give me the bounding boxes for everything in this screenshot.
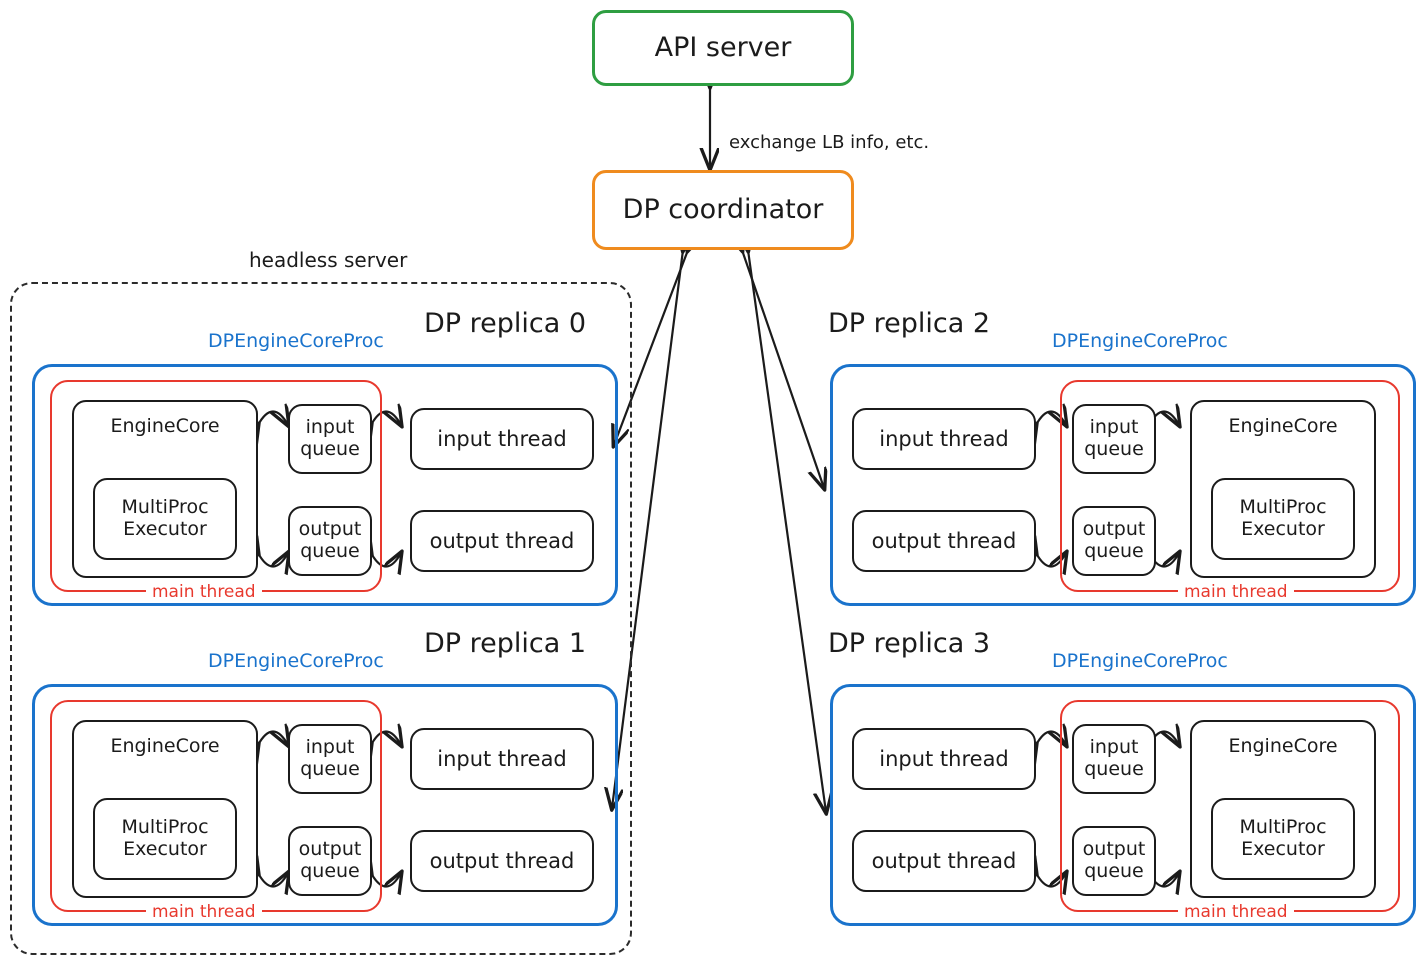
coordinator-link-label: exchange LB info, etc. [729,132,930,153]
replica-1-input-queue[interactable]: input queue [288,724,372,794]
replica-0-proc-frame [32,364,618,606]
replica-1-output-queue[interactable]: output queue [288,826,372,896]
api-server-box[interactable]: API server [592,10,854,86]
arrow-r1-inqueue-inthread [371,732,401,746]
arrow-r2-outthread-outqueue [1036,553,1066,567]
headless-server-frame [10,282,632,955]
arrow-r0-core-inqueue [258,412,288,426]
arrow-coordinator-replica1 [612,250,683,808]
replica-1-main-thread-label: main thread [146,902,262,922]
replica-1-output-thread[interactable]: output thread [410,830,594,892]
replica-1-proc-frame [32,684,618,926]
replica-3-input-thread[interactable]: input thread [852,728,1036,790]
replica-0-multiproc-executor[interactable]: MultiProc Executor [93,478,237,560]
replica-0-title: DP replica 0 [424,308,587,339]
replica-0-output-queue[interactable]: output queue [288,506,372,576]
arrow-r1-core-outqueue [258,873,288,887]
replica-2-output-thread[interactable]: output thread [852,510,1036,572]
arrow-r0-outqueue-outthread [371,553,401,567]
replica-3-proc-label: DPEngineCoreProc [1052,650,1228,672]
replica-3-proc-frame [830,684,1416,926]
replica-3-title: DP replica 3 [828,628,991,659]
headless-server-label: headless server [249,248,408,272]
arrow-r0-core-outqueue [258,553,288,567]
arrow-r2-inthread-inqueue [1036,412,1066,426]
replica-2-title: DP replica 2 [828,308,991,339]
arrow-coordinator-replica2 [742,250,824,488]
replica-1-input-thread[interactable]: input thread [410,728,594,790]
replica-3-output-thread[interactable]: output thread [852,830,1036,892]
replica-3-output-queue[interactable]: output queue [1072,826,1156,896]
replica-3-main-thread-label: main thread [1178,902,1294,922]
replica-2-output-queue[interactable]: output queue [1072,506,1156,576]
arrow-r3-inthread-inqueue [1036,732,1066,746]
replica-3-multiproc-executor[interactable]: MultiProc Executor [1211,798,1355,880]
replica-2-input-queue[interactable]: input queue [1072,404,1156,474]
replica-2-multiproc-executor[interactable]: MultiProc Executor [1211,478,1355,560]
replica-1-multiproc-executor[interactable]: MultiProc Executor [93,798,237,880]
replica-2-proc-frame [830,364,1416,606]
arrow-r3-outthread-outqueue [1036,873,1066,887]
replica-1-proc-label: DPEngineCoreProc [208,650,384,672]
replica-0-input-queue[interactable]: input queue [288,404,372,474]
replica-2-input-thread[interactable]: input thread [852,408,1036,470]
replica-3-input-queue[interactable]: input queue [1072,724,1156,794]
replica-0-proc-label: DPEngineCoreProc [208,330,384,352]
arrow-r0-inqueue-inthread [371,412,401,426]
replica-2-main-thread-label: main thread [1178,582,1294,602]
replica-1-title: DP replica 1 [424,628,587,659]
replica-0-input-thread[interactable]: input thread [410,408,594,470]
arrow-r1-core-inqueue [258,732,288,746]
replica-0-output-thread[interactable]: output thread [410,510,594,572]
replica-2-proc-label: DPEngineCoreProc [1052,330,1228,352]
arrow-r1-outqueue-outthread [371,873,401,887]
arrow-coordinator-replica3 [748,250,826,812]
replica-0-main-thread-label: main thread [146,582,262,602]
dp-coordinator-box[interactable]: DP coordinator [592,170,854,250]
